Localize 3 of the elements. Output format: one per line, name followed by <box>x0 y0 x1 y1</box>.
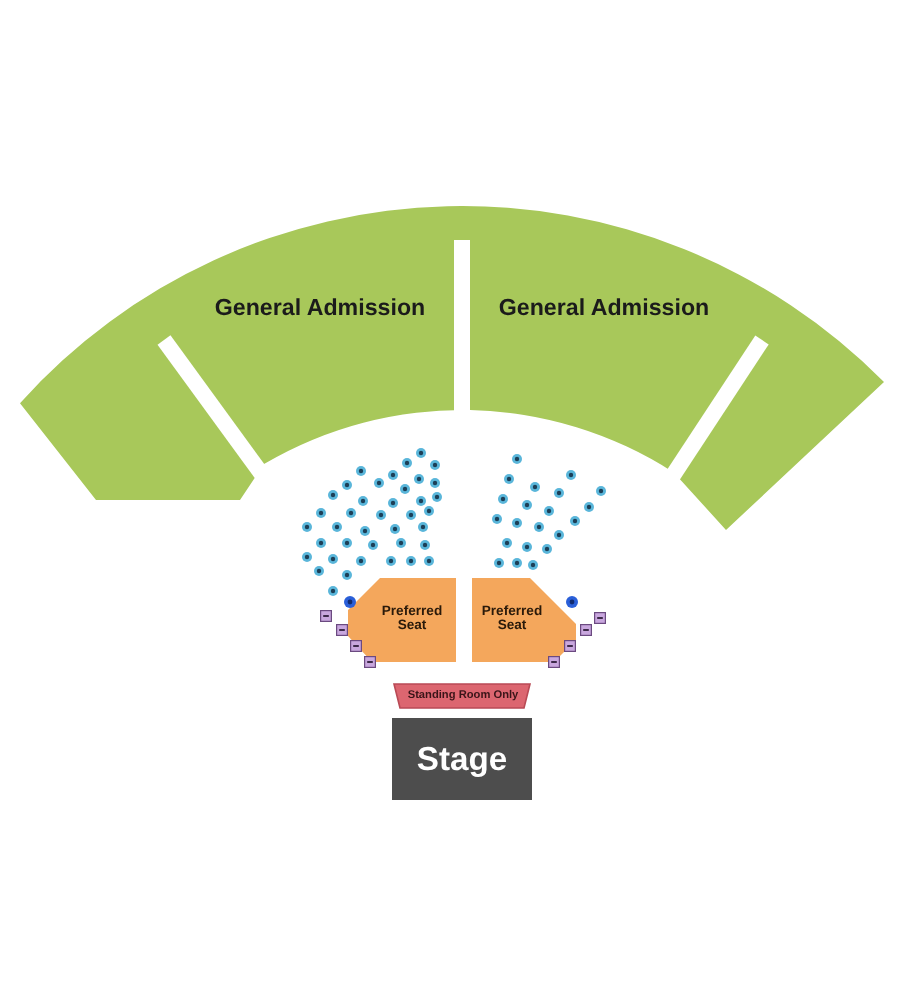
stage-label: Stage <box>416 740 508 778</box>
section-label: General Admission <box>498 297 710 323</box>
section-label: General Admission <box>214 297 426 323</box>
